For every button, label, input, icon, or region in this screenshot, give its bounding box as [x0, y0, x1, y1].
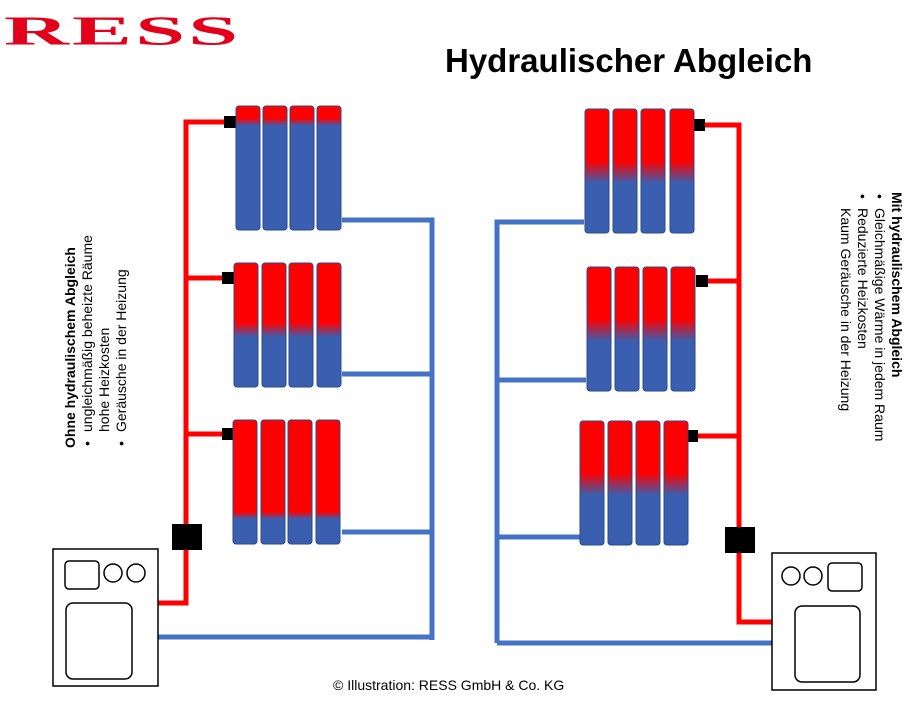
right-radiator-1	[584, 108, 695, 234]
right-boiler	[771, 552, 877, 691]
left-return-pipes	[158, 217, 435, 640]
right-pump	[725, 527, 755, 553]
left-boiler	[52, 548, 159, 687]
right-supply-pipes	[694, 122, 772, 625]
right-valve-1	[693, 119, 705, 131]
page-title: Hydraulischer Abgleich	[445, 42, 813, 79]
copyright-footer: © Illustration: RESS GmbH & Co. KG	[333, 677, 565, 693]
left-radiator-3	[232, 419, 341, 545]
left-radiator-1	[235, 105, 342, 231]
right-return-pipes	[494, 219, 772, 646]
left-radiator-2	[233, 262, 342, 388]
ress-logo: RESS	[4, 7, 242, 54]
left-valve-2	[222, 272, 234, 284]
left-pump	[172, 524, 202, 550]
right-valve-2	[696, 275, 708, 287]
left-valve-1	[224, 116, 236, 128]
right-valve-3	[686, 430, 698, 442]
left-valve-3	[222, 428, 234, 440]
right-radiator-2	[586, 266, 696, 392]
right-radiator-3	[579, 420, 689, 546]
